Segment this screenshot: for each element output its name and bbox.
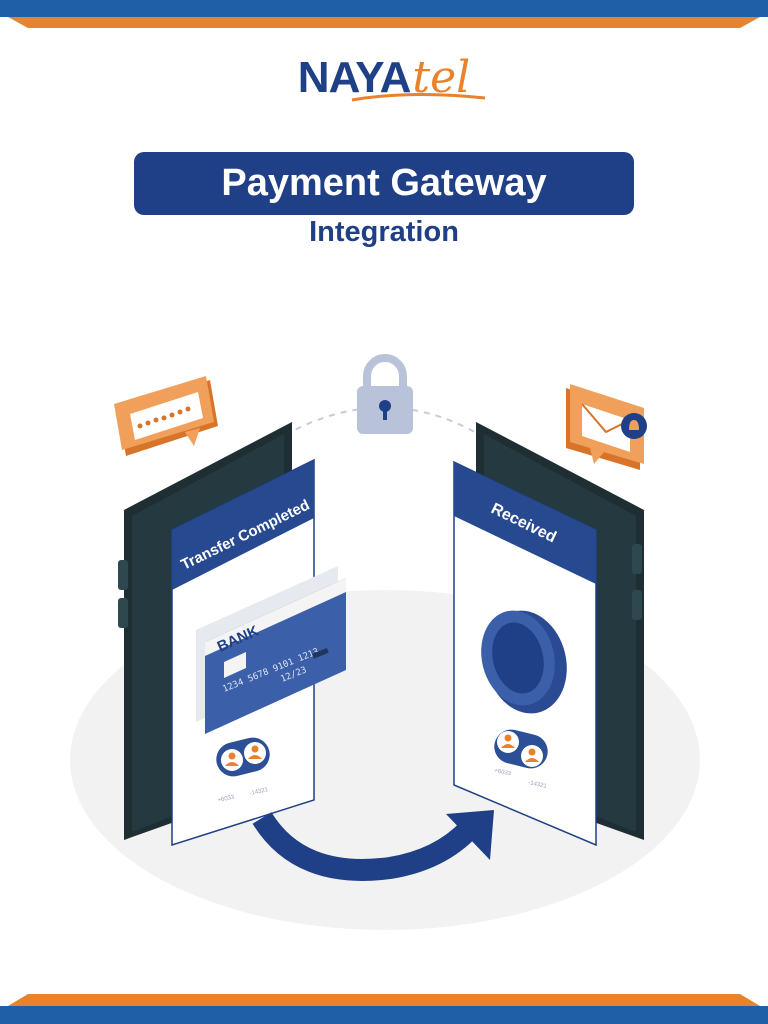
bank-card: BANK 1234 5678 9101 1213 12/23 [205,578,346,734]
page-title-banner: Payment Gateway [134,152,634,215]
logo-primary-text: NAYA [297,53,412,102]
mail-notification-icon [566,384,647,470]
left-amount-1: +6033 [217,794,235,804]
payment-illustration: Transfer Completed BANK 1234 5678 9101 1… [70,354,700,930]
dashed-connection-arc [284,406,481,436]
left-avatar-pill [216,737,270,777]
bottom-decorative-band [0,994,768,1024]
transfer-arrow-icon [252,810,494,881]
right-amount-2: -14321 [528,780,548,790]
page-subtitle: Integration [309,216,459,248]
right-amount-1: +6033 [494,768,512,778]
logo-swoosh-icon [351,92,486,102]
right-phone: Received +6033 -14321 [453,422,644,847]
brand-logo: NAYAtel [0,52,768,112]
top-decorative-band [0,0,768,28]
right-avatar-pill [494,729,548,769]
card-chip-icon [224,652,246,678]
left-amount-2: -14321 [249,787,269,797]
padlock-icon [357,354,413,434]
coin-icon [481,610,567,714]
left-phone: Transfer Completed BANK 1234 5678 9101 1… [118,422,346,847]
page-title: Payment Gateway [221,162,547,204]
password-bubble-icon [114,376,218,456]
